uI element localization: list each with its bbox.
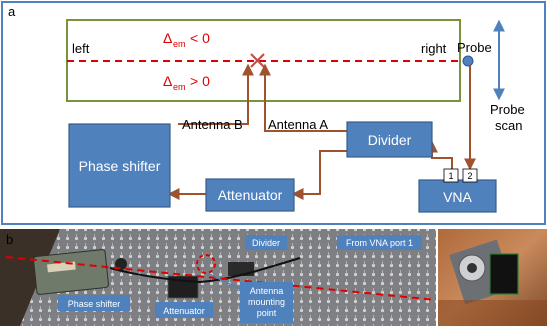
probe-dot: [462, 55, 474, 67]
wire-divider-attenuator: [291, 150, 347, 200]
setup-photo: [0, 229, 437, 326]
vna-port-2-label: 2: [467, 171, 472, 181]
attenuator-label: Attenuator: [218, 187, 283, 203]
svg-text:Phase shifter: Phase shifter: [68, 299, 121, 309]
delta-upper: Δ em < 0: [163, 30, 210, 49]
vna-port-1-label: 1: [448, 171, 453, 181]
svg-text:Attenuator: Attenuator: [163, 306, 205, 316]
wire-antenna-b: [178, 63, 254, 125]
delta-lower-relation: > 0: [190, 73, 210, 89]
panel-b: b Divider From VNA port 1 Phase shifter …: [0, 226, 547, 326]
photo-label-mounting-point: Antenna mounting point: [240, 282, 293, 323]
left-label: left: [72, 41, 90, 56]
antenna-a-label: Antenna A: [268, 117, 328, 132]
phase-shifter-box: Phase shifter: [68, 123, 171, 208]
probe-scan-line1: Probe: [490, 102, 525, 117]
svg-text:Antenna: Antenna: [250, 286, 284, 296]
delta-upper-subscript: em: [173, 39, 186, 49]
divider-label: Divider: [368, 132, 412, 148]
svg-text:Divider: Divider: [252, 238, 280, 248]
panel-b-letter: b: [6, 232, 13, 247]
wires: [167, 63, 476, 200]
antenna-b-label: Antenna B: [182, 117, 243, 132]
delta-lower: Δ em > 0: [163, 73, 210, 92]
vna-port-2: [462, 168, 478, 183]
attenuator-box: Attenuator: [205, 178, 295, 212]
delta-lower-subscript: em: [173, 82, 186, 92]
right-label: right: [421, 41, 447, 56]
mounting-point-circle: [196, 254, 216, 274]
delta-upper-relation: < 0: [190, 30, 210, 46]
probe-closeup-photo: [438, 229, 547, 326]
photo-label-phase-shifter: Phase shifter: [58, 295, 130, 311]
svg-text:From VNA port 1: From VNA port 1: [346, 238, 413, 248]
vna-port-1: [443, 168, 459, 183]
svg-text:mounting: mounting: [248, 297, 285, 307]
photo-label-from-vna: From VNA port 1: [337, 235, 422, 250]
photo-label-attenuator: Attenuator: [155, 302, 213, 318]
panel-a-letter: a: [8, 4, 16, 19]
vna-label: VNA: [443, 189, 472, 205]
mounting-pointer: [206, 272, 241, 290]
vna-box: VNA 1 2: [418, 168, 497, 213]
phase-shifter-label: Phase shifter: [79, 158, 161, 174]
photo-label-divider: Divider: [245, 235, 287, 250]
divider-box: Divider: [346, 121, 433, 158]
delta-upper-symbol: Δ: [163, 30, 172, 46]
photo-dashed-line: [5, 256, 437, 301]
probe-label: Probe: [457, 40, 492, 55]
delta-lower-symbol: Δ: [163, 73, 172, 89]
probe-scan-line2: scan: [495, 118, 522, 133]
panel-a: a left right Δ em < 0 Δ em > 0 Probe Pro…: [1, 1, 546, 225]
svg-text:point: point: [257, 308, 277, 318]
wire-antenna-a: [259, 63, 347, 132]
